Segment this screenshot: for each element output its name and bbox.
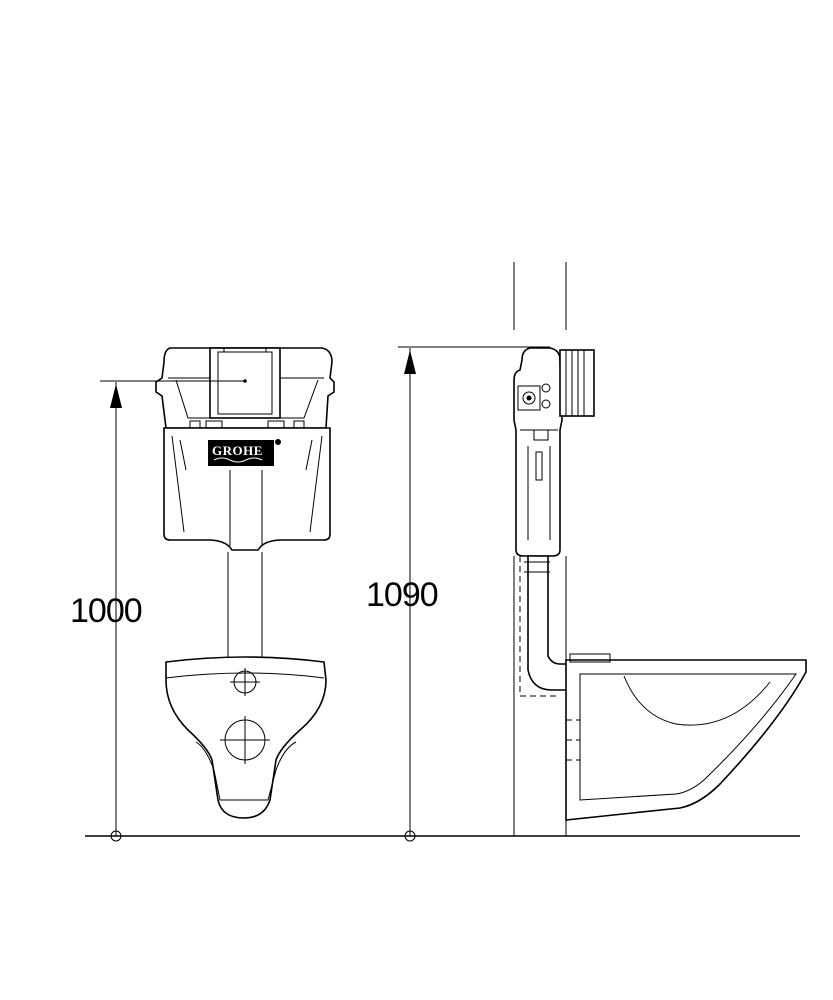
grohe-logo-text: GROHE	[212, 443, 263, 458]
flush-pipe-side	[527, 555, 569, 691]
dimension-label-1000: 1000	[70, 592, 142, 630]
bowl-front	[165, 656, 327, 819]
actuator-side	[559, 349, 595, 417]
dimension-arrow-side	[404, 350, 416, 374]
front-view: GROHE 1000	[70, 347, 335, 842]
dimension-arrow-front	[110, 384, 122, 408]
valve-circle	[522, 391, 536, 405]
cistern-body	[163, 427, 331, 551]
bowl-side	[565, 659, 807, 821]
actuator-plate	[209, 347, 281, 419]
side-view: 1090	[366, 262, 807, 842]
flush-pipe	[227, 552, 263, 662]
dimension-label-1090: 1090	[366, 576, 438, 614]
